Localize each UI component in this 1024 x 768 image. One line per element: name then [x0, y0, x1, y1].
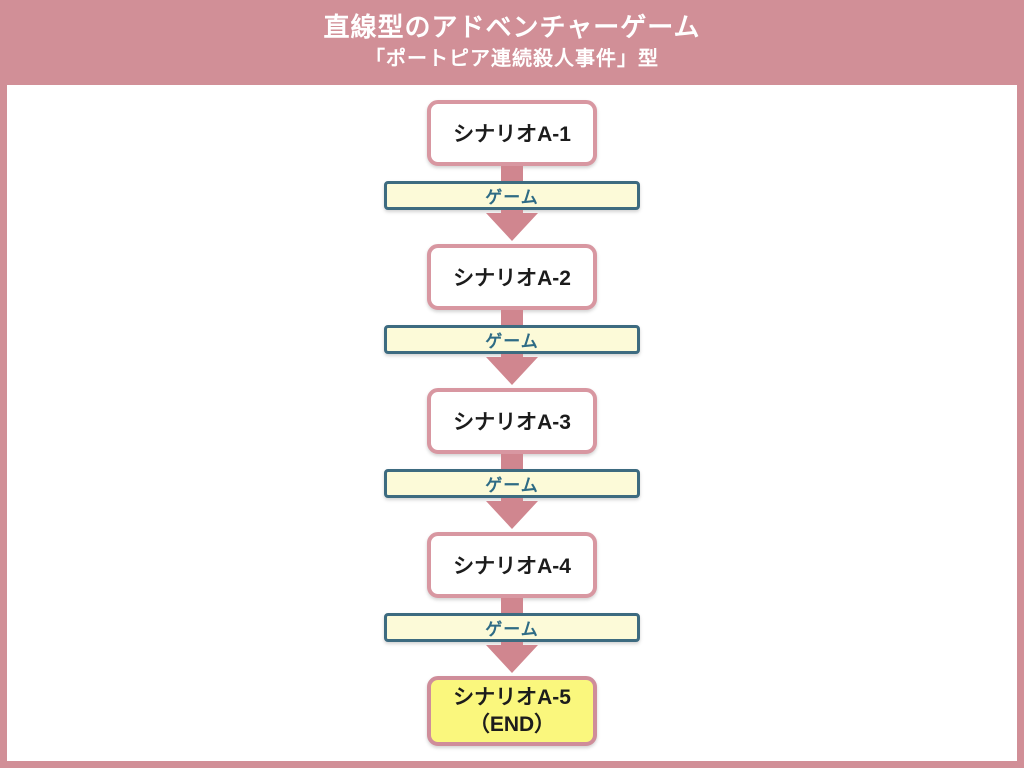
flow-unit-3: シナリオA-3 ゲーム	[384, 388, 640, 529]
game-node-2: ゲーム	[384, 325, 640, 354]
page-subtitle: 「ポートピア連続殺人事件」型	[365, 48, 659, 70]
down-arrow-icon	[486, 357, 538, 385]
slide-header: 直線型のアドベンチャーゲーム 「ポートピア連続殺人事件」型	[0, 0, 1024, 85]
down-arrow-icon	[486, 213, 538, 241]
end-label-line1: シナリオA-5	[453, 686, 571, 709]
connector-line	[501, 210, 523, 213]
game-label: ゲーム	[485, 620, 539, 639]
scenario-label: シナリオA-4	[453, 555, 571, 578]
game-node-1: ゲーム	[384, 181, 640, 210]
scenario-node-2: シナリオA-2	[427, 244, 597, 310]
game-node-3: ゲーム	[384, 469, 640, 498]
connector-line	[501, 166, 523, 181]
game-node-4: ゲーム	[384, 613, 640, 642]
down-arrow-icon	[486, 645, 538, 673]
game-label: ゲーム	[485, 188, 539, 207]
connector-line	[501, 598, 523, 613]
connector-line	[501, 454, 523, 469]
flowchart: シナリオA-1 ゲーム シナリオA-2 ゲーム シナリオA-3	[7, 100, 1017, 746]
connector-line	[501, 498, 523, 501]
scenario-label: シナリオA-1	[453, 123, 571, 146]
scenario-node-1: シナリオA-1	[427, 100, 597, 166]
connector-line	[501, 310, 523, 325]
end-label-line2: （END）	[468, 713, 556, 736]
scenario-node-3: シナリオA-3	[427, 388, 597, 454]
scenario-label: シナリオA-2	[453, 267, 571, 290]
page-title: 直線型のアドベンチャーゲーム	[323, 12, 701, 42]
scenario-label: シナリオA-3	[453, 411, 571, 434]
scenario-node-4: シナリオA-4	[427, 532, 597, 598]
flow-unit-1: シナリオA-1 ゲーム	[384, 100, 640, 241]
end-node: シナリオA-5 （END）	[427, 676, 597, 746]
flow-unit-2: シナリオA-2 ゲーム	[384, 244, 640, 385]
connector-line	[501, 354, 523, 357]
diagram-canvas: シナリオA-1 ゲーム シナリオA-2 ゲーム シナリオA-3	[7, 85, 1017, 761]
game-label: ゲーム	[485, 332, 539, 351]
game-label: ゲーム	[485, 476, 539, 495]
connector-line	[501, 642, 523, 645]
down-arrow-icon	[486, 501, 538, 529]
flow-unit-4: シナリオA-4 ゲーム	[384, 532, 640, 673]
